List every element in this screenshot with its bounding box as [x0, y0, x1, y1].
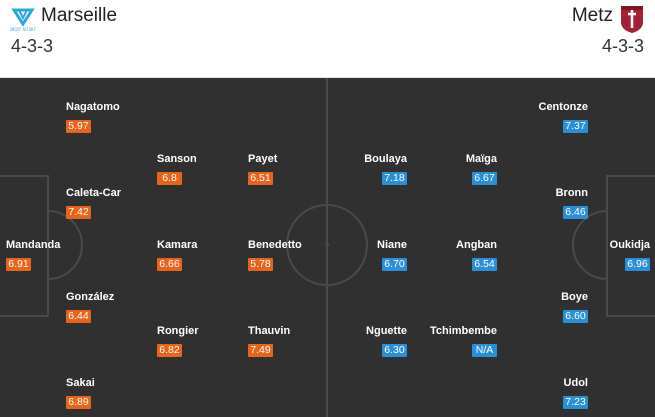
player-rating: 6.60 — [563, 310, 588, 323]
home-player-mandanda[interactable]: Mandanda 6.91 — [6, 239, 60, 271]
player-rating: 6.66 — [157, 258, 182, 271]
player-rating: 6.8 — [157, 172, 182, 185]
away-player-niane[interactable]: Niane 6.70 — [377, 239, 407, 271]
home-team-name: Marseille — [41, 5, 118, 26]
player-name: Angban — [456, 239, 497, 251]
player-rating: 5.78 — [248, 258, 273, 271]
player-name: Thauvin — [248, 325, 291, 337]
player-name: Udol — [563, 377, 588, 389]
away-player-centonze[interactable]: Centonze 7.37 — [538, 101, 589, 133]
player-rating: 6.46 — [563, 206, 588, 219]
home-player-rongier[interactable]: Rongier 6.82 — [157, 325, 199, 357]
player-name: Sakai — [66, 377, 95, 389]
player-name: Niane — [377, 239, 407, 251]
player-rating: 6.91 — [6, 258, 31, 271]
player-name: Tchimbembe — [429, 325, 497, 337]
player-name: Boulaya — [364, 153, 407, 165]
player-rating: 6.96 — [625, 258, 650, 271]
player-name: Bronn — [555, 187, 588, 199]
home-formation: 4-3-3 — [11, 36, 54, 56]
away-team-name: Metz — [571, 5, 613, 26]
player-rating: 6.51 — [248, 172, 273, 185]
home-player-benedetto[interactable]: Benedetto 5.78 — [248, 239, 302, 271]
pitch: Nagatomo 5.97 Sanson 6.8 Payet 6.51 Cale… — [0, 78, 655, 417]
home-player-payet[interactable]: Payet 6.51 — [248, 153, 277, 185]
home-player-gonzalez[interactable]: González 6.44 — [66, 291, 114, 323]
player-rating: 6.44 — [66, 310, 91, 323]
player-rating: 6.82 — [157, 344, 182, 357]
home-player-caleta-car[interactable]: Caleta-Car 7.42 — [66, 187, 121, 219]
home-player-thauvin[interactable]: Thauvin 7.49 — [248, 325, 290, 357]
player-name: Oukidja — [609, 239, 650, 251]
svg-text:DROIT AU BUT: DROIT AU BUT — [10, 27, 36, 32]
away-player-oukidja[interactable]: Oukidja 6.96 — [610, 239, 650, 271]
away-player-udol[interactable]: Udol 7.23 — [563, 377, 588, 409]
player-rating: 7.23 — [563, 396, 588, 409]
away-player-bronn[interactable]: Bronn 6.46 — [556, 187, 588, 219]
player-name: Caleta-Car — [66, 187, 122, 199]
home-player-sakai[interactable]: Sakai 6.89 — [66, 377, 95, 409]
home-player-kamara[interactable]: Kamara 6.66 — [157, 239, 197, 271]
away-player-tchimbembe[interactable]: Tchimbembe N/A — [430, 325, 497, 357]
player-rating: 6.70 — [382, 258, 407, 271]
player-name: Maïga — [465, 153, 497, 165]
away-formation: 4-3-3 — [601, 36, 644, 56]
pitch-markings — [0, 78, 655, 417]
player-rating: 7.37 — [563, 120, 588, 133]
player-name: Nagatomo — [66, 101, 120, 113]
home-player-nagatomo[interactable]: Nagatomo 5.97 — [66, 101, 120, 133]
marseille-crest-icon: DROIT AU BUT — [10, 8, 36, 32]
player-name: González — [66, 291, 115, 303]
player-rating: N/A — [472, 344, 497, 357]
away-player-nguette[interactable]: Nguette 6.30 — [366, 325, 407, 357]
away-player-angban[interactable]: Angban 6.54 — [456, 239, 497, 271]
away-player-boulaya[interactable]: Boulaya 7.18 — [364, 153, 407, 185]
player-rating: 7.42 — [66, 206, 91, 219]
player-rating: 6.54 — [472, 258, 497, 271]
match-header: DROIT AU BUT Marseille 4-3-3 Metz 4-3-3 — [0, 0, 655, 78]
player-rating: 6.89 — [66, 396, 91, 409]
player-rating: 7.18 — [382, 172, 407, 185]
player-name: Centonze — [538, 101, 589, 113]
player-name: Payet — [248, 153, 278, 165]
player-name: Sanson — [157, 153, 197, 165]
player-rating: 7.49 — [248, 344, 273, 357]
player-name: Rongier — [157, 325, 199, 337]
player-rating: 6.30 — [382, 344, 407, 357]
player-name: Kamara — [157, 239, 198, 251]
player-name: Nguette — [366, 325, 407, 337]
home-player-sanson[interactable]: Sanson 6.8 — [157, 153, 197, 185]
away-player-boye[interactable]: Boye 6.60 — [561, 291, 588, 323]
away-player-maiga[interactable]: Maïga 6.67 — [466, 153, 497, 185]
player-name: Benedetto — [248, 239, 302, 251]
metz-crest-icon — [621, 6, 643, 33]
player-name: Mandanda — [6, 239, 61, 251]
player-rating: 5.97 — [66, 120, 91, 133]
player-rating: 6.67 — [472, 172, 497, 185]
player-name: Boye — [561, 291, 588, 303]
